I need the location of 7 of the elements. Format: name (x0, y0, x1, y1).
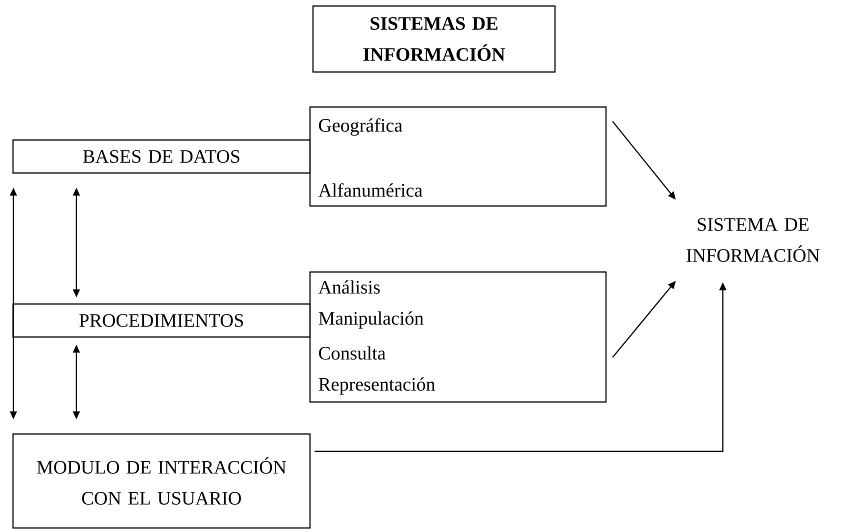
list-box: Geográfica Alfanumérica (309, 106, 607, 207)
process-box: BASES DE DATOS (12, 139, 311, 174)
process-box: PROCEDIMIENTOS (12, 303, 311, 338)
list-box: Análisis Manipulación Consulta Representación (309, 271, 607, 403)
process-box: SISTEMAS DE INFORMACIÓN (312, 5, 556, 73)
process-box: MODULO DE INTERACCIÓN CON EL USUARIO (12, 433, 311, 529)
bare-text: SISTEMA DE INFORMACIÓN (686, 218, 820, 262)
